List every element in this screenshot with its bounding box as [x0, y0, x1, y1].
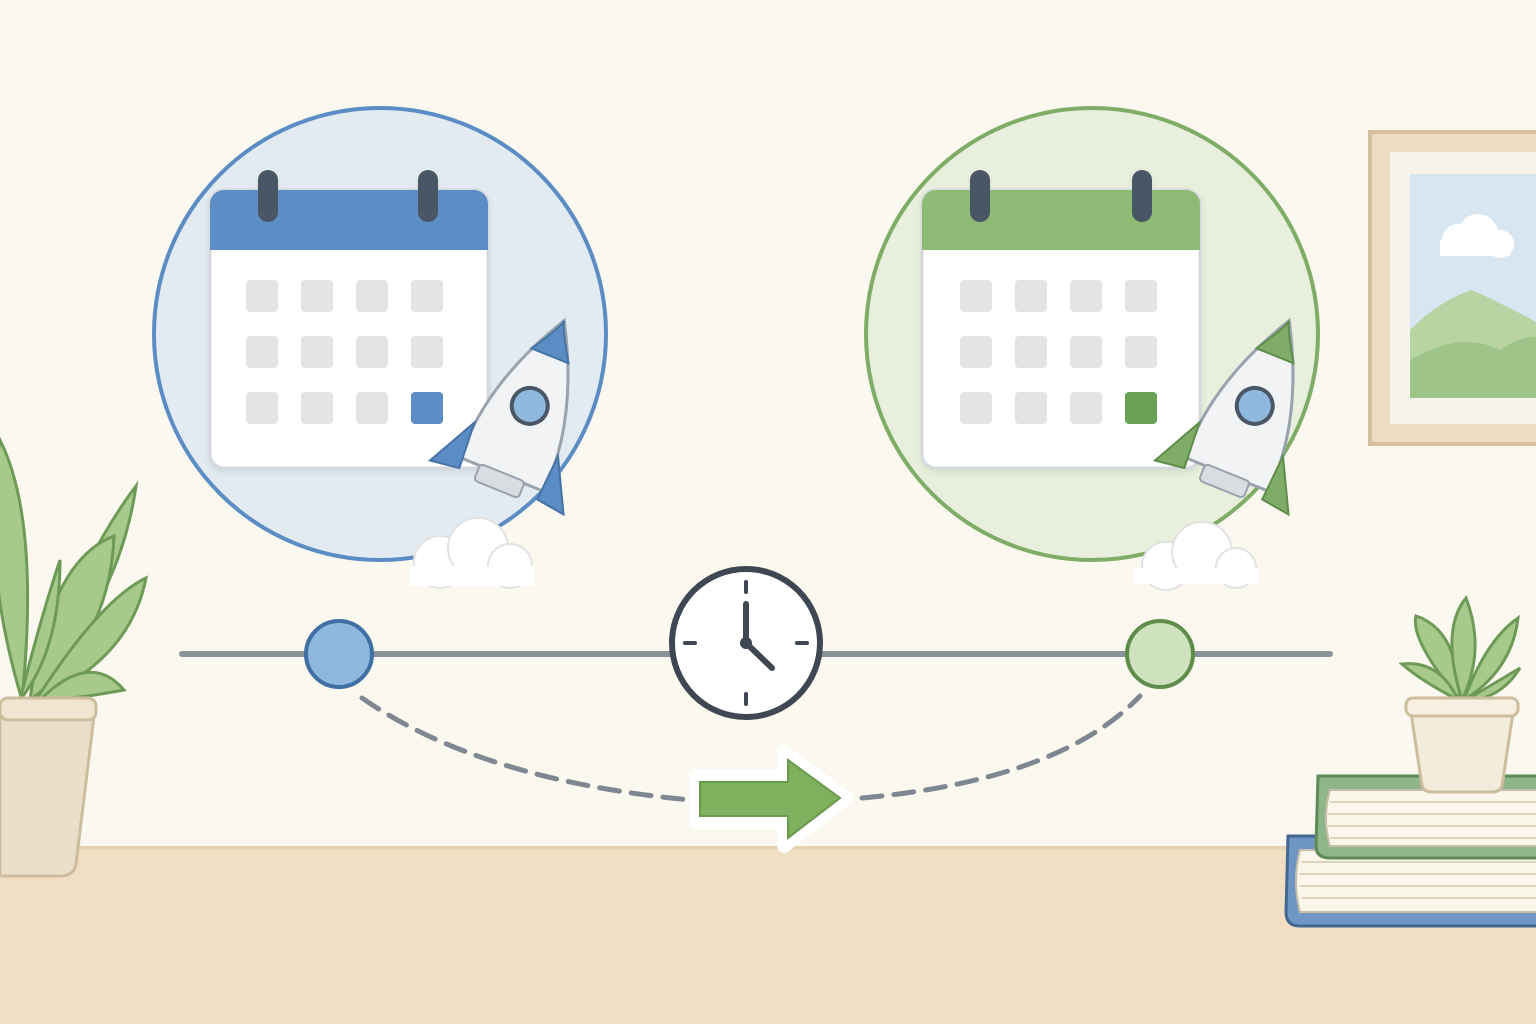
dashed-path-right [859, 693, 1143, 801]
dashed-path-left [359, 695, 693, 803]
timeline [179, 566, 1333, 853]
book-stack [1284, 774, 1536, 928]
right-arrow-icon [689, 745, 853, 853]
plant-right [1398, 595, 1522, 794]
clock-icon [669, 566, 823, 720]
desk [0, 846, 1536, 1024]
start-node [304, 619, 374, 689]
end-node [1125, 619, 1195, 689]
start-milestone [152, 106, 608, 589]
rocket-icon [1134, 317, 1295, 591]
calendar-icon [920, 170, 1202, 470]
rocket-icon [410, 317, 570, 589]
calendar-icon [208, 170, 490, 470]
plant-left [0, 436, 149, 878]
picture-frame [1368, 130, 1536, 446]
end-milestone [864, 106, 1320, 591]
